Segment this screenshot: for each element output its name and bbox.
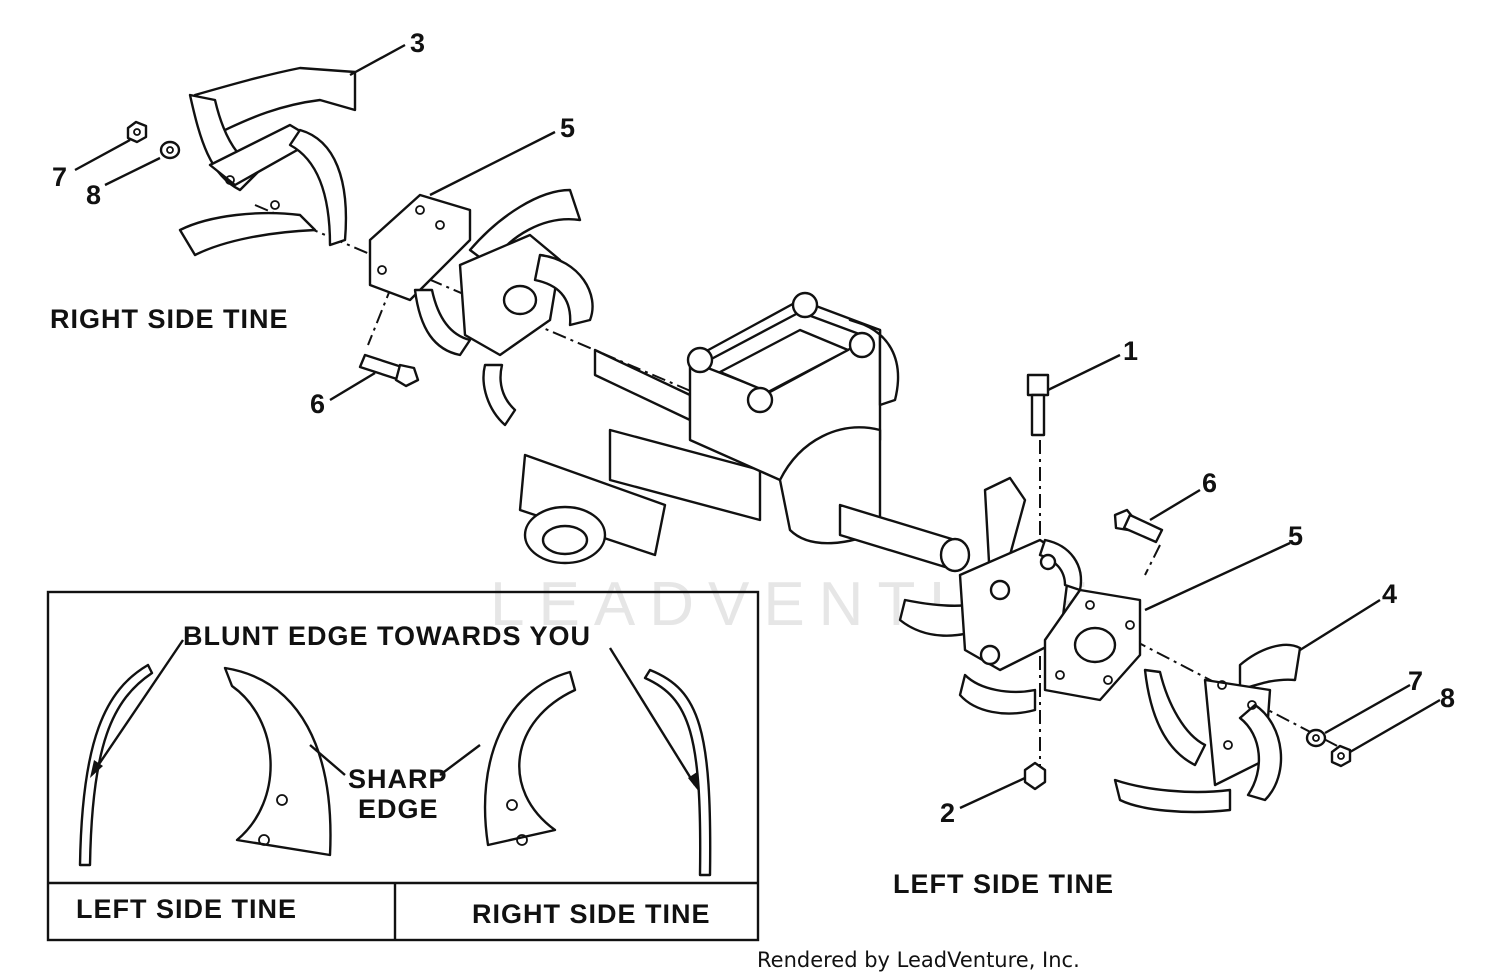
callout-3: 3 <box>410 28 425 58</box>
nut-7-upper <box>126 120 148 144</box>
right-side-tine-outer <box>178 66 357 257</box>
callout-8-lower: 8 <box>1440 683 1455 713</box>
callout-6-upper: 6 <box>310 389 325 419</box>
callout-2: 2 <box>940 798 955 828</box>
left-flange-plate <box>1043 588 1142 702</box>
label-sharp: SHARP <box>348 764 448 794</box>
gearbox-axle-assembly <box>518 291 971 573</box>
inset-label-left-side-tine: LEFT SIDE TINE <box>76 894 297 924</box>
right-side-tine-inner <box>368 188 594 427</box>
left-tine-face-view <box>223 666 332 857</box>
callout-4: 4 <box>1382 579 1397 609</box>
credit-text: Rendered by LeadVenture, Inc. <box>757 948 1080 972</box>
nut-2 <box>1023 761 1047 791</box>
callout-1: 1 <box>1123 336 1138 366</box>
nut-8-lower <box>1330 744 1352 768</box>
left-tine-edge-view <box>78 663 154 867</box>
callout-numbers: 3 5 7 8 6 1 6 5 4 7 8 2 <box>52 28 1455 828</box>
label-blunt-edge: BLUNT EDGE TOWARDS YOU <box>183 621 591 651</box>
right-tine-edge-view <box>643 668 712 877</box>
callout-7-upper: 7 <box>52 162 67 192</box>
callout-5-upper: 5 <box>560 113 575 143</box>
callout-5-lower: 5 <box>1288 521 1303 551</box>
inset-label-right-side-tine: RIGHT SIDE TINE <box>472 899 711 929</box>
label-edge: EDGE <box>358 794 439 824</box>
washer-7-lower <box>1305 728 1327 748</box>
bolt-1 <box>1026 373 1050 437</box>
label-left-side-tine: LEFT SIDE TINE <box>893 869 1114 899</box>
leader-lines <box>74 43 1441 810</box>
left-side-tine-outer <box>1113 643 1302 814</box>
callout-8-upper: 8 <box>86 180 101 210</box>
orientation-inset: BLUNT EDGE TOWARDS YOU SHARP EDGE LEFT S… <box>46 590 760 942</box>
callout-7-lower: 7 <box>1408 666 1423 696</box>
right-tine-face-view <box>483 670 577 847</box>
washer-8-upper <box>159 140 181 160</box>
callout-6-lower: 6 <box>1202 468 1217 498</box>
bolt-6-upper <box>358 353 420 388</box>
bolt-6-lower <box>1113 508 1164 544</box>
label-right-side-tine: RIGHT SIDE TINE <box>50 304 289 334</box>
